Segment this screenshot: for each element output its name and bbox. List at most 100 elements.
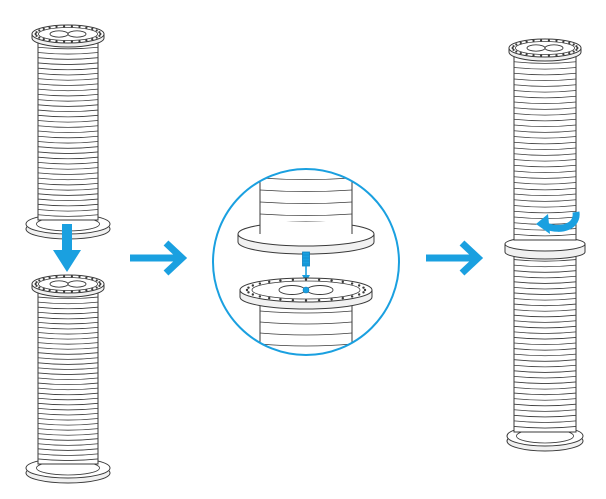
cap-hole (251, 293, 255, 296)
ring-line (37, 78, 99, 81)
ring-line (37, 62, 99, 65)
bottom-spool (25, 274, 111, 484)
ring-line (37, 151, 99, 154)
cap-hole (98, 34, 101, 37)
ring-line (37, 418, 99, 421)
cap-hole (42, 27, 45, 31)
ring-line (37, 214, 99, 217)
rotate-arrow-icon (536, 211, 580, 234)
socket-hole (302, 286, 310, 294)
cap-hole (350, 295, 354, 298)
cap-hole (291, 278, 295, 282)
ring-line (513, 281, 577, 284)
cap-lobe (67, 280, 87, 288)
ring-line (513, 141, 577, 145)
cap-hole (341, 296, 344, 300)
ring-line (513, 325, 577, 329)
cap-hole (78, 275, 81, 278)
ring-line (37, 407, 99, 411)
step-1-group (25, 24, 111, 484)
cap-hole (350, 282, 354, 285)
ring-line (37, 438, 99, 441)
cap-hole (99, 282, 102, 286)
ring-line (259, 310, 353, 314)
ring-line (37, 397, 99, 401)
magnified-detail (237, 169, 375, 355)
ring-line (513, 164, 577, 168)
cap-hole (258, 282, 262, 285)
ring-line (513, 193, 577, 196)
ring-line (37, 125, 99, 128)
ring-line (37, 99, 99, 102)
ring-line (37, 67, 99, 71)
ring-line (513, 95, 577, 99)
ring-line (513, 364, 577, 368)
cap-hole (78, 290, 81, 293)
ring-line (37, 73, 99, 76)
ring-line (37, 377, 99, 380)
cap-hole (35, 284, 38, 287)
ring-line (513, 205, 577, 208)
cap-inner-ring (515, 41, 575, 55)
ring-line (37, 448, 99, 451)
cap-hole (357, 284, 361, 287)
ring-line (37, 428, 99, 431)
ring-line (513, 107, 577, 110)
ring-line (37, 342, 99, 345)
ring-line (37, 52, 99, 55)
ring-line (513, 259, 577, 262)
ring-line (513, 298, 577, 301)
step-2-group (212, 168, 400, 356)
cap-lobe (544, 44, 564, 52)
top-spool (25, 24, 111, 240)
cap-hole (363, 288, 367, 292)
cap-hole (555, 54, 558, 57)
cap-hole (317, 298, 321, 302)
cap-hole (35, 31, 38, 34)
ring-line (37, 172, 99, 175)
ring-line (37, 402, 99, 406)
cap-hole (70, 290, 74, 293)
cap-hole (95, 279, 98, 282)
ring-line (37, 311, 99, 315)
cap-hole (70, 40, 74, 43)
ring-line (37, 327, 99, 330)
cap-hole (42, 287, 45, 291)
ring-line (37, 392, 99, 396)
ring-line (513, 275, 577, 279)
ring-line (37, 93, 99, 97)
cap-hole (511, 46, 514, 50)
ring-line (513, 72, 577, 76)
ring-line (513, 130, 577, 133)
ring-line (37, 130, 99, 133)
ring-line (513, 309, 577, 312)
upper-body-cover (260, 222, 352, 234)
ring-line (259, 189, 353, 192)
cap-hole (515, 43, 518, 46)
ring-line (37, 162, 99, 165)
ring-line (513, 375, 577, 379)
ring-line (513, 359, 577, 362)
ring-line (37, 135, 99, 139)
ring-line (259, 177, 353, 180)
ring-line (513, 331, 577, 334)
ring-line (37, 193, 99, 196)
ring-line (513, 270, 577, 273)
ring-line (37, 57, 99, 60)
ring-line (37, 120, 99, 123)
cap-hole (98, 281, 101, 284)
cap-hole (38, 286, 41, 289)
cap-hole (62, 25, 66, 28)
ring-line (37, 146, 99, 149)
cap-hole (525, 40, 528, 43)
ring-line (37, 156, 99, 160)
ring-line (259, 213, 353, 216)
cap-hole (362, 291, 365, 294)
ring-line (37, 321, 99, 325)
ring-line (513, 286, 577, 290)
cap-hole (91, 277, 94, 281)
cap-hole (512, 45, 515, 48)
cap-hole (525, 53, 528, 56)
ring-line (513, 370, 577, 373)
cap-hole (55, 25, 58, 28)
